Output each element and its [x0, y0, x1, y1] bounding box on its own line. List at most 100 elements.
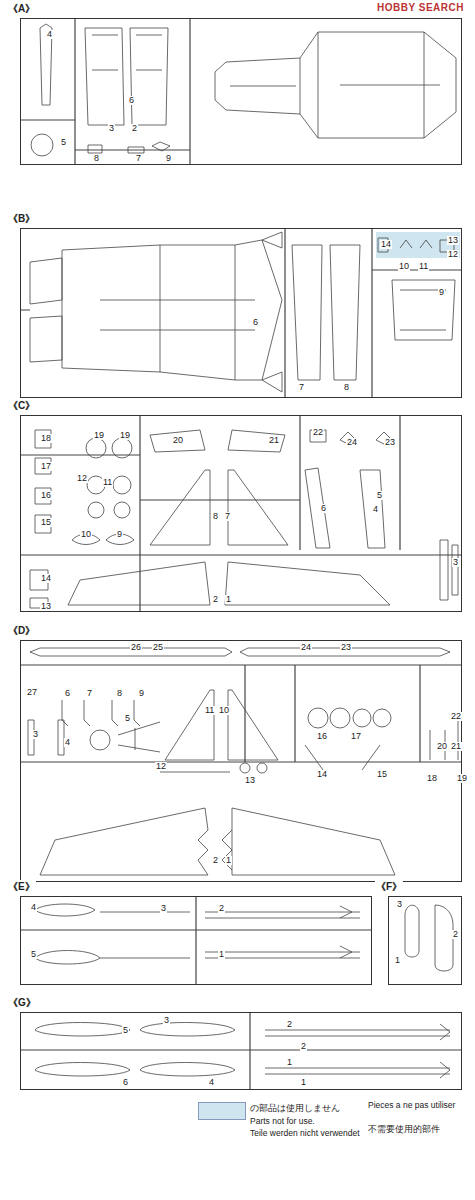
part-number: 21 — [268, 436, 280, 445]
part-number: 8 — [343, 383, 350, 392]
legend-text: の部品は使用しません — [250, 1104, 340, 1113]
part-number: 16 — [316, 732, 328, 741]
sprue-letter: 《G》 — [7, 996, 37, 1010]
part-number: 15 — [376, 770, 388, 779]
part-number: 6 — [252, 318, 259, 327]
sprue-frame: 《G》 — [20, 1012, 462, 1090]
part-number: 23 — [340, 643, 352, 652]
part-number: 14 — [380, 240, 392, 249]
part-number: 24 — [300, 643, 312, 652]
part-number: 7 — [224, 512, 231, 521]
part-number: 1 — [300, 1078, 307, 1087]
part-number: 22 — [312, 428, 324, 437]
part-number: 12 — [447, 250, 459, 259]
part-number: 11 — [204, 706, 215, 715]
watermark: HOBBY SEARCH — [376, 3, 465, 13]
part-number: 2 — [300, 1042, 307, 1051]
part-number: 4 — [208, 1078, 215, 1087]
part-number: 5 — [30, 950, 37, 959]
part-number: 2 — [131, 124, 138, 133]
part-number: 5 — [60, 138, 67, 147]
part-number: 2 — [212, 856, 219, 865]
legend-swatch — [198, 1102, 246, 1120]
sprue-letter: 《D》 — [7, 624, 36, 638]
part-number: 7 — [135, 154, 142, 163]
part-number: 19 — [119, 431, 131, 440]
part-number: 11 — [418, 262, 429, 271]
part-number: 6 — [128, 96, 135, 105]
part-number: 26 — [130, 643, 142, 652]
sprue-letter: 《F》 — [375, 880, 403, 894]
part-number: 5 — [376, 491, 383, 500]
part-number: 13 — [40, 602, 52, 611]
part-number: 5 — [122, 1026, 129, 1035]
part-number: 8 — [212, 512, 219, 521]
part-number: 3 — [160, 904, 167, 913]
part-number: 17 — [40, 462, 52, 471]
part-number: 4 — [30, 903, 37, 912]
part-number: 7 — [298, 383, 305, 392]
sprue-frame: 《E》 — [20, 896, 372, 985]
part-number: 5 — [124, 714, 131, 723]
part-number: 1 — [218, 950, 225, 959]
part-number: 13 — [244, 776, 256, 785]
part-number: 20 — [436, 742, 448, 751]
sprue-letter: 《A》 — [7, 2, 36, 16]
part-number: 4 — [46, 30, 53, 39]
part-number: 9 — [165, 154, 172, 163]
part-number: 14 — [316, 770, 328, 779]
part-number: 16 — [40, 491, 52, 500]
part-number: 10 — [80, 530, 92, 539]
part-number: 25 — [152, 643, 164, 652]
part-number: 11 — [102, 478, 113, 487]
part-number: 19 — [456, 774, 468, 783]
part-number: 20 — [172, 436, 184, 445]
part-number: 3 — [396, 900, 403, 909]
part-number: 2 — [212, 595, 219, 604]
legend-text: Teile werden nicht verwendet — [250, 1129, 360, 1138]
sprue-letter: 《E》 — [7, 880, 36, 894]
part-number: 3 — [452, 558, 459, 567]
part-number: 14 — [40, 574, 52, 583]
part-number: 15 — [40, 518, 52, 527]
sprue-frame: 《D》 — [20, 640, 462, 882]
sprue-frame: 《A》 — [20, 18, 462, 165]
part-number: 2 — [286, 1020, 293, 1029]
part-number: 9 — [138, 689, 145, 698]
part-number: 18 — [40, 434, 52, 443]
part-number: 1 — [394, 956, 401, 965]
part-number: 6 — [64, 689, 71, 698]
part-number: 12 — [155, 762, 167, 771]
part-number: 12 — [76, 474, 88, 483]
part-number: 8 — [116, 689, 123, 698]
part-number: 8 — [93, 154, 100, 163]
part-number: 13 — [447, 236, 459, 245]
part-number: 1 — [225, 595, 232, 604]
part-number: 4 — [64, 738, 71, 747]
part-number: 18 — [426, 774, 438, 783]
part-number: 3 — [163, 1016, 170, 1025]
part-number: 9 — [116, 530, 123, 539]
legend-text: Parts not for use. — [250, 1117, 315, 1126]
part-number: 24 — [346, 438, 358, 447]
part-number: 9 — [438, 288, 445, 297]
part-number: 2 — [452, 930, 459, 939]
part-number: 4 — [372, 505, 379, 514]
part-number: 21 — [450, 742, 462, 751]
part-number: 22 — [450, 712, 462, 721]
part-number: 10 — [398, 262, 410, 271]
sprue-frame: 《F》 — [388, 896, 462, 985]
part-number: 2 — [218, 904, 225, 913]
legend-text: Pieces a ne pas utiliser — [368, 1101, 455, 1110]
part-number: 6 — [122, 1078, 129, 1087]
part-number: 27 — [26, 688, 38, 697]
part-number: 23 — [384, 438, 396, 447]
part-number: 17 — [350, 732, 362, 741]
sprue-letter: 《B》 — [7, 212, 36, 226]
legend-text: 不需要使用的部件 — [368, 1125, 440, 1134]
part-number: 3 — [32, 730, 39, 739]
part-number: 7 — [86, 689, 93, 698]
